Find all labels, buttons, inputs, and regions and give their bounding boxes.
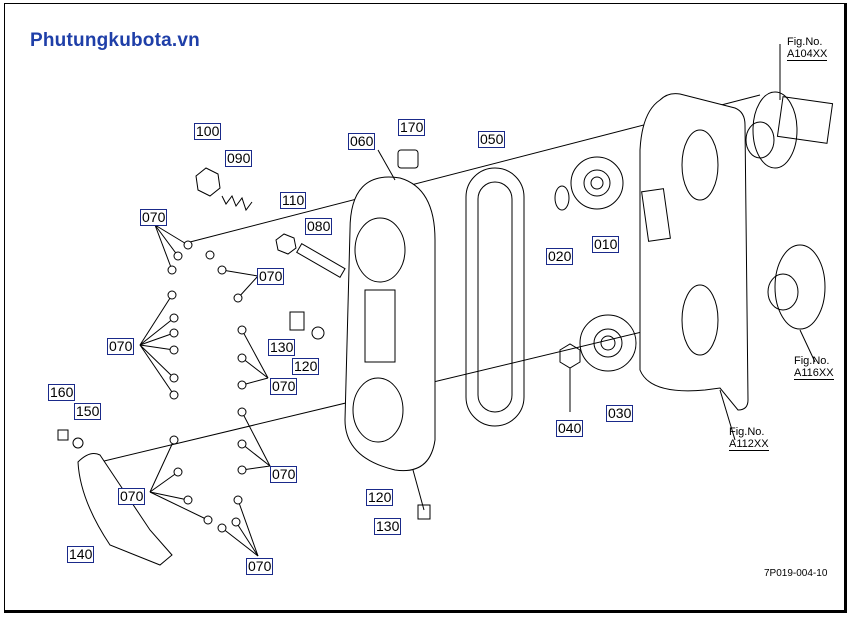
- fig-ref-code: A112XX: [729, 438, 769, 451]
- bolt-160: [57, 429, 69, 441]
- pin-080: [296, 242, 346, 279]
- callout-060: 060: [348, 133, 376, 150]
- callout-040: 040: [556, 420, 584, 437]
- washer-120: [311, 326, 325, 340]
- sprocket-upper: [570, 156, 624, 210]
- callout-070-f: 070: [118, 488, 146, 505]
- fig-ref-code: A104XX: [787, 48, 828, 61]
- drain-plug: [417, 504, 431, 520]
- fig-ref-label: Fig.No.: [787, 36, 823, 48]
- nut-lower: [559, 343, 581, 369]
- plate-hole-lower: [681, 284, 719, 356]
- drawing-frame: [4, 3, 847, 613]
- filler-plug: [397, 149, 419, 169]
- callout-090: 090: [225, 150, 253, 167]
- callout-070-c: 070: [107, 338, 135, 355]
- fig-ref-a112xx: Fig.No. A112XX: [729, 426, 769, 451]
- callout-130-a: 130: [268, 339, 296, 356]
- bolt-130: [289, 311, 305, 331]
- sprocket-lower: [579, 314, 637, 372]
- callout-070-b: 070: [257, 268, 285, 285]
- fig-ref-a116xx: Fig.No. A116XX: [794, 355, 834, 380]
- washer-150: [72, 437, 84, 449]
- callout-110: 110: [280, 192, 307, 209]
- shaft-upper: [776, 96, 834, 144]
- brand-watermark: Phutungkubota.vn: [30, 30, 200, 51]
- snap-ring: [554, 185, 570, 211]
- guard-cover: [77, 453, 173, 566]
- callout-160: 160: [48, 384, 76, 401]
- callout-150: 150: [74, 403, 102, 420]
- callout-100: 100: [194, 123, 222, 140]
- callout-030: 030: [606, 405, 634, 422]
- plate-bracket: [641, 188, 671, 242]
- fig-ref-label: Fig.No.: [794, 355, 830, 367]
- callout-010: 010: [592, 236, 620, 253]
- nut-110: [275, 233, 297, 255]
- callout-070-g: 070: [246, 558, 274, 575]
- callout-140: 140: [67, 546, 95, 563]
- callout-130-b: 130: [374, 518, 402, 535]
- callout-080: 080: [305, 218, 333, 235]
- case-hole-upper: [354, 217, 406, 283]
- flange-lower: [774, 244, 826, 330]
- callout-070-e: 070: [270, 466, 298, 483]
- callout-020: 020: [546, 248, 574, 265]
- drawing-number: 7P019-004-10: [764, 568, 828, 579]
- fig-ref-a104xx: Fig.No. A104XX: [787, 36, 828, 61]
- flange-upper: [752, 91, 798, 169]
- callout-170: 170: [398, 119, 426, 136]
- case-hole-lower: [352, 377, 404, 443]
- plate-hole-upper: [681, 129, 719, 201]
- case-window: [364, 289, 396, 363]
- back-plate: [639, 93, 749, 411]
- chain-case: [344, 176, 436, 472]
- fig-ref-label: Fig.No.: [729, 426, 765, 438]
- drive-chain: [465, 167, 525, 427]
- callout-070-a: 070: [140, 209, 168, 226]
- callout-070-d: 070: [270, 378, 298, 395]
- fig-ref-code: A116XX: [794, 367, 834, 380]
- spring-090: [221, 194, 253, 212]
- nut-100: [195, 167, 221, 197]
- callout-050: 050: [478, 131, 506, 148]
- callout-120-a: 120: [292, 358, 320, 375]
- callout-120-b: 120: [366, 489, 394, 506]
